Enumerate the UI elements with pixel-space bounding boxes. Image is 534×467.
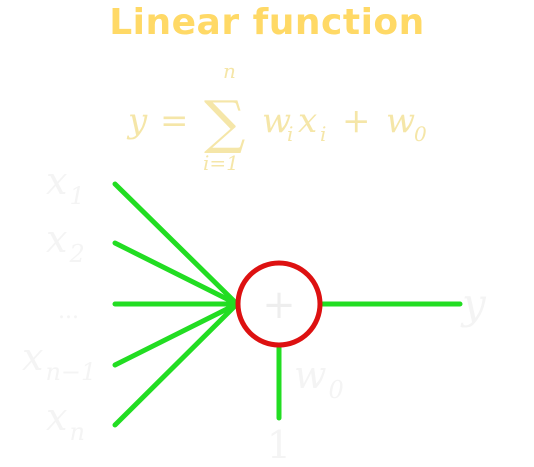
bias-input-label: 1: [267, 423, 291, 467]
formula-lower-limit: i=1: [203, 151, 239, 175]
sum-node-operator: +: [262, 282, 296, 328]
output-label: y: [460, 279, 487, 328]
formula-equals: =: [160, 101, 189, 141]
edge-input-1: [112, 181, 240, 307]
formula-upper-limit: n: [223, 59, 236, 83]
formula-bias-w: w: [386, 101, 415, 141]
formula-lhs: y: [126, 101, 148, 141]
edge-input-4: [112, 301, 240, 368]
formula-term-x: x: [298, 101, 317, 141]
input-labels: x1 x2 ... xn−1 xn: [22, 159, 96, 446]
formula-sum-symbol: ∑: [204, 88, 245, 156]
formula-term-w-sub: i: [287, 122, 293, 146]
formula-plus: +: [342, 101, 371, 141]
formula-term-w: w: [262, 101, 291, 141]
input-label-n: xn: [46, 395, 85, 446]
page-title: Linear function: [109, 2, 425, 43]
edge-input-2: [112, 240, 240, 307]
input-label-n-minus-1: xn−1: [22, 335, 96, 386]
input-label-ellipsis: ...: [58, 299, 79, 324]
input-edges: [112, 181, 240, 428]
formula-term-x-sub: i: [320, 122, 326, 146]
input-label-1: x1: [46, 159, 85, 210]
bias-weight-label: w0: [294, 353, 344, 404]
formula: y = ∑ n i=1 w i x i + w 0: [126, 59, 427, 175]
formula-bias-sub: 0: [414, 122, 427, 146]
input-label-2: x2: [46, 217, 85, 268]
sum-node: [235, 260, 323, 348]
edge-input-5: [112, 301, 240, 428]
